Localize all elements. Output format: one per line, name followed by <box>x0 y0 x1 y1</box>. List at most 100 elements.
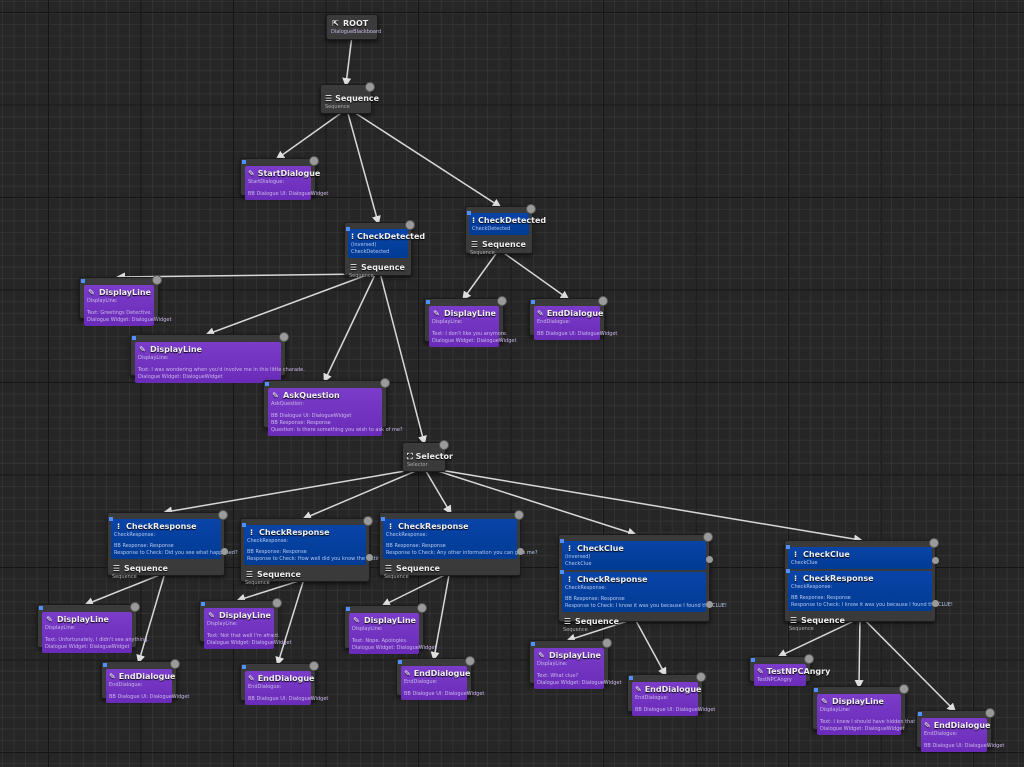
node-subtitle: DisplayLine: <box>432 319 463 325</box>
output-pin[interactable] <box>985 708 995 718</box>
output-pin[interactable] <box>804 654 814 664</box>
output-pin[interactable] <box>380 378 390 388</box>
decorator-line: BB Response: Response <box>791 595 851 601</box>
decorator-check-detected[interactable]: ⁝CheckDetected CheckDetected <box>467 211 546 235</box>
output-pin[interactable] <box>309 156 319 166</box>
display-line-node[interactable]: ✎DisplayLine DisplayLine:Text: Not that … <box>199 598 291 649</box>
display-line-node[interactable]: ✎DisplayLine DisplayLine:Text: Unfortuna… <box>37 602 149 653</box>
decorator-check-clue[interactable]: ⁝CheckClue CheckClue <box>786 545 939 569</box>
display-line-node[interactable]: ✎DisplayLine DisplayLine:Text: I was won… <box>130 332 305 383</box>
end-dialogue-node[interactable]: ✎EndDialogue EndDialogue:BB Dialogue UI:… <box>396 656 484 700</box>
node-property: Text: I knew I should have hidden that! <box>820 719 918 725</box>
decorator-line: BB Response: Response <box>565 596 625 602</box>
node-title: Sequence <box>396 564 440 573</box>
decorator-line: CheckResponse: <box>791 584 833 590</box>
decorator-check-response[interactable]: ⁝CheckResponse CheckResponse: BB Respons… <box>381 517 538 559</box>
decorator-check-response[interactable]: ⁝CheckResponse CheckResponse: BB Respons… <box>786 569 953 611</box>
output-pin[interactable] <box>703 532 713 542</box>
display-line-node[interactable]: ✎DisplayLine DisplayLine:Text: I don't l… <box>424 296 516 347</box>
decorator-pin[interactable] <box>706 601 713 608</box>
breakpoint-marker <box>814 688 818 692</box>
output-pin[interactable] <box>365 82 375 92</box>
output-pin[interactable] <box>899 684 909 694</box>
decorator-line: BB Response: Response <box>386 543 446 549</box>
sequence-node-check-response[interactable]: ⁝CheckResponse CheckResponse: BB Respons… <box>240 516 385 586</box>
output-pin[interactable] <box>152 275 162 285</box>
root-node[interactable]: ⇱ROOT DialogueBlackboard <box>326 14 381 40</box>
node-title: Sequence <box>575 617 619 626</box>
output-pin[interactable] <box>598 296 608 306</box>
end-dialogue-node[interactable]: ✎EndDialogue EndDialogue:BB Dialogue UI:… <box>101 659 189 703</box>
task-icon: ✎ <box>248 169 255 178</box>
sequence-node-check-response[interactable]: ⁝CheckResponse CheckResponse: BB Respons… <box>107 510 238 580</box>
output-pin[interactable] <box>465 656 475 666</box>
node-title: DisplayLine <box>150 345 202 354</box>
sequence-node-check-detected-inversed[interactable]: ⁝CheckDetected (inversed) CheckDetected … <box>344 220 425 279</box>
output-pin[interactable] <box>272 598 282 608</box>
output-pin[interactable] <box>439 440 449 450</box>
output-pin[interactable] <box>405 220 415 230</box>
decorator-line: CheckDetected <box>472 226 511 232</box>
decorator-check-response[interactable]: ⁝CheckResponse CheckResponse: BB Respons… <box>560 570 727 612</box>
decorator-title: CheckClue <box>577 544 624 553</box>
output-pin[interactable] <box>602 638 612 648</box>
output-pin[interactable] <box>218 510 228 520</box>
end-dialogue-node[interactable]: ✎EndDialogue EndDialogue:BB Dialogue UI:… <box>627 672 715 716</box>
display-line-node[interactable]: ✎DisplayLine DisplayLine:Text: What clue… <box>529 638 621 689</box>
output-pin[interactable] <box>417 603 427 613</box>
output-pin[interactable] <box>929 538 939 548</box>
node-title: TestNPCAngry <box>766 667 831 676</box>
output-pin[interactable] <box>130 602 140 612</box>
end-dialogue-node[interactable]: ✎EndDialogue EndDialogue:BB Dialogue UI:… <box>529 296 617 340</box>
node-subtitle: Sequence <box>789 626 814 632</box>
node-property: BB Dialogue UI: DialogueWidget <box>271 413 352 419</box>
ask-question-node[interactable]: ✎AskQuestion AskQuestion:BB Dialogue UI:… <box>263 378 403 436</box>
sequence-node-check-response[interactable]: ⁝CheckResponse CheckResponse: BB Respons… <box>379 510 538 580</box>
decorator-pin[interactable] <box>221 548 228 555</box>
task-node-start-dialogue[interactable]: ✎StartDialogue StartDialogue: BB Dialogu… <box>240 156 328 200</box>
decorator-check-clue[interactable]: ⁝CheckClue (inversed) CheckClue <box>560 539 713 570</box>
edge-seq_main-to-check_detected_inv <box>346 111 381 225</box>
sequence-node-check-clue-inversed[interactable]: ⁝CheckClue (inversed) CheckClue ⁝CheckRe… <box>558 532 727 633</box>
breakpoint-marker <box>109 517 113 521</box>
decorator-pin[interactable] <box>932 557 939 564</box>
output-pin[interactable] <box>696 672 706 682</box>
test-npc-angry-node[interactable]: ✎TestNPCAngry TestNPCAngry <box>749 654 830 686</box>
task-icon: ✎ <box>538 651 545 660</box>
node-title: EndDialogue <box>546 309 604 318</box>
breakpoint-marker <box>786 545 790 549</box>
selector-node[interactable]: ⛶Selector Selector <box>402 440 453 472</box>
node-title: EndDialogue <box>413 669 471 678</box>
sequence-node-check-clue[interactable]: ⁝CheckClue CheckClue ⁝CheckResponse Chec… <box>784 538 953 632</box>
decorator-pin[interactable] <box>932 600 939 607</box>
output-pin[interactable] <box>526 204 536 214</box>
output-pin[interactable] <box>170 659 180 669</box>
decorator-check-response[interactable]: ⁝CheckResponse CheckResponse: BB Respons… <box>242 523 385 565</box>
decorator-pin[interactable] <box>517 548 524 555</box>
end-dialogue-node[interactable]: ✎EndDialogue EndDialogue:BB Dialogue UI:… <box>916 708 1004 752</box>
output-pin[interactable] <box>363 516 373 526</box>
decorator-check-detected[interactable]: ⁝CheckDetected (inversed) CheckDetected <box>346 227 425 258</box>
node-title: ROOT <box>343 19 369 28</box>
sequence-node[interactable]: ☰Sequence Sequence <box>320 82 379 114</box>
decorator-icon: ⁝ <box>793 574 798 583</box>
display-line-node[interactable]: ✎DisplayLine DisplayLine:Text: Greetings… <box>79 275 171 326</box>
decorator-pin[interactable] <box>706 556 713 563</box>
output-pin[interactable] <box>279 332 289 342</box>
decorator-title: CheckClue <box>803 550 850 559</box>
end-dialogue-node[interactable]: ✎EndDialogue EndDialogue:BB Dialogue UI:… <box>240 661 328 705</box>
node-subtitle: Sequence <box>245 580 270 586</box>
output-pin[interactable] <box>497 296 507 306</box>
node-subtitle: Sequence <box>384 574 409 580</box>
sequence-icon: ☰ <box>349 263 358 272</box>
breakpoint-marker <box>467 211 471 215</box>
output-pin[interactable] <box>514 510 524 520</box>
display-line-node[interactable]: ✎DisplayLine DisplayLine:Text: Nope. Apo… <box>344 603 436 654</box>
decorator-title: CheckResponse <box>259 528 330 537</box>
output-pin[interactable] <box>309 661 319 671</box>
decorator-pin[interactable] <box>366 554 373 561</box>
display-line-node[interactable]: ✎DisplayLine DisplayLine:Text: I knew I … <box>812 684 918 735</box>
sequence-node-check-detected[interactable]: ⁝CheckDetected CheckDetected ☰Sequence S… <box>465 204 546 256</box>
task-icon: ✎ <box>433 309 440 318</box>
decorator-check-response[interactable]: ⁝CheckResponse CheckResponse: BB Respons… <box>109 517 238 559</box>
